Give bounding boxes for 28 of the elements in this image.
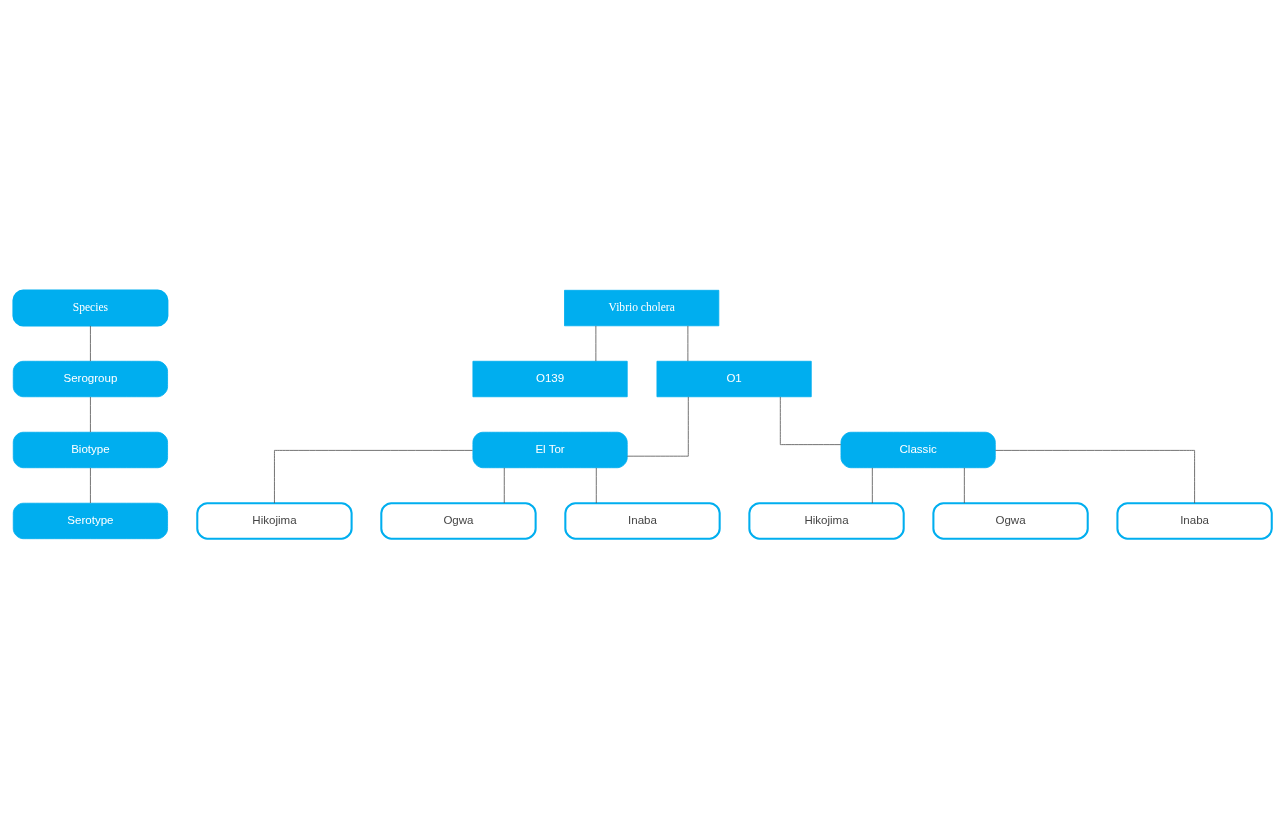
connector [687,325,689,362]
node-box: Classic [840,431,996,469]
connector [595,325,597,362]
node-box: O139 [472,360,628,398]
node-box: Species [12,289,169,327]
node-box: Hikojima [196,502,353,540]
connector [90,325,91,362]
connector [90,396,91,433]
node-box: Ogwa [932,502,1089,540]
node-box: O1 [656,360,812,398]
connector [779,396,842,446]
node-box: Serotype [12,502,168,540]
connector [503,467,505,504]
connector [90,467,91,504]
node-box: Inaba [564,502,721,540]
node-box: Serogroup [12,360,168,398]
connector [595,467,597,504]
connector [963,467,965,504]
connector [626,396,689,457]
node-box: Hikojima [748,502,905,540]
node-box: Inaba [1116,502,1273,540]
node-box: Ogwa [380,502,537,540]
node-box: El Tor [472,431,628,469]
node-box: Biotype [12,431,168,469]
node-box: Vibrio cholera [564,289,720,327]
connector [274,450,473,504]
connector [995,450,1195,504]
connector [871,467,873,504]
